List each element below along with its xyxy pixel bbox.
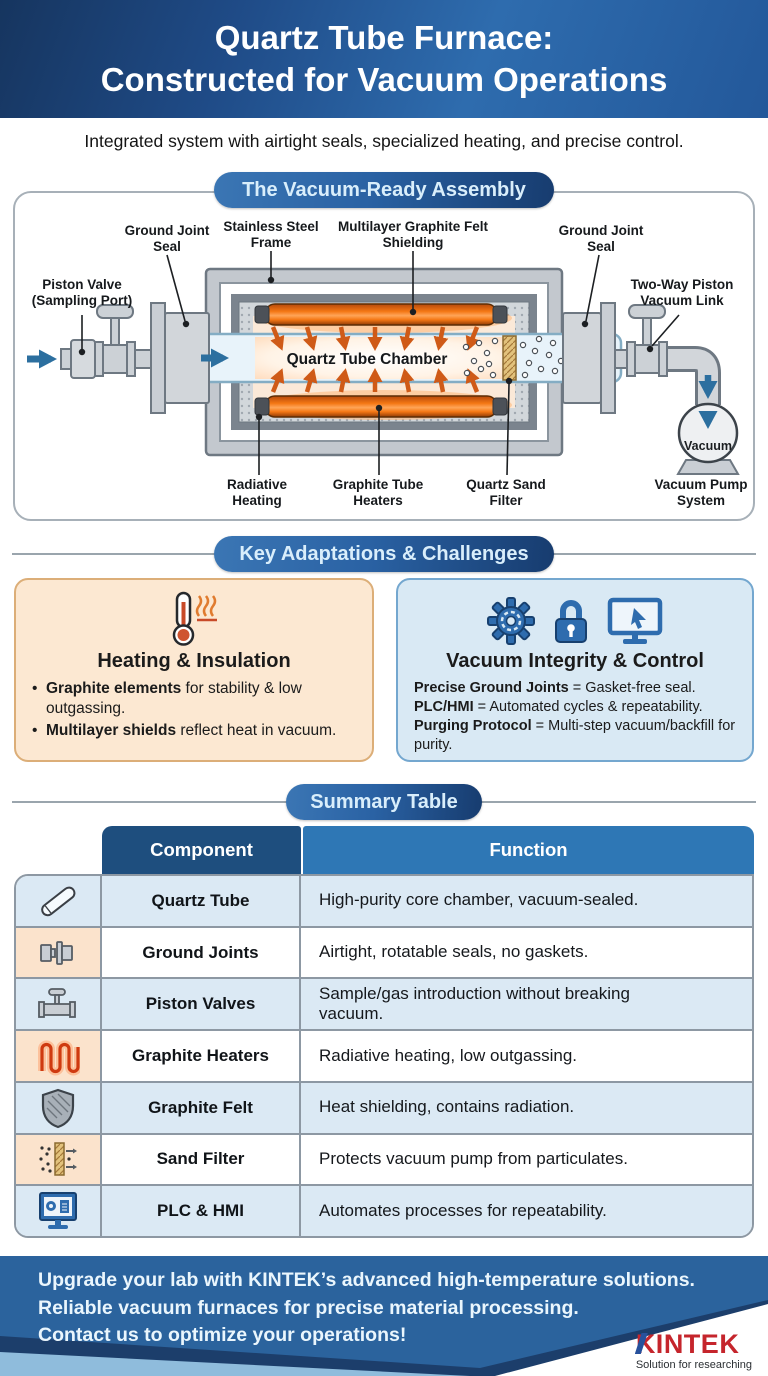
ground-joints-icon: [16, 927, 102, 978]
card-title: Vacuum Integrity & Control: [446, 650, 704, 672]
function-cell: Automates processes for repeatability.: [301, 1186, 752, 1236]
table-row: PLC & HMI Automates processes for repeat…: [16, 1184, 752, 1236]
kintek-logo-text: KINTEK: [634, 1329, 740, 1359]
component-cell: Sand Filter: [102, 1134, 301, 1185]
function-cell: Heat shielding, contains radiation.: [301, 1082, 752, 1133]
elbow-pipe: [667, 349, 718, 405]
sand-filter-icon: [16, 1134, 102, 1185]
label-piston-valve: Piston Valve (Sampling Port): [31, 277, 133, 308]
pump-label: Vacuum: [684, 439, 732, 453]
label-radiative-heating: Radiative Heating: [226, 477, 288, 508]
line-rest: = Automated cycles & repeatability.: [473, 698, 703, 715]
table-header-component: Component: [102, 826, 301, 874]
graphite-heater-icon: [16, 1031, 102, 1081]
table-row: Sand Filter Protects vacuum pump from pa…: [16, 1132, 752, 1185]
label-two-way-piston: Two-Way Piston Vacuum Link: [630, 277, 734, 308]
function-cell: Sample/gas introduction without breaking…: [301, 979, 752, 1030]
card-body: Graphite elements for stability & low ou…: [32, 679, 356, 742]
table-row: Quartz Tube High-purity core chamber, va…: [16, 876, 752, 926]
vacuum-pump: Vacuum: [676, 402, 740, 475]
shield-icon: [16, 1082, 102, 1133]
bullet-rest: for stability & low outgassing.: [46, 680, 302, 718]
footer-banner: Upgrade your lab with KINTEK’s advanced …: [0, 1256, 768, 1376]
piston-valve-icon: [16, 979, 102, 1030]
kintek-logo: KINTEK Solution for researching: [634, 1329, 752, 1371]
card-body: Precise Ground Joints = Gasket-free seal…: [414, 679, 736, 754]
card-heating-insulation: Heating & Insulation Graphite elements f…: [14, 578, 374, 762]
line-rest: = Multi-step vacuum/backfill for purity.: [414, 717, 736, 753]
page-title: Quartz Tube Furnace: Constructed for Vac…: [101, 17, 668, 100]
piston-valve-left: [60, 304, 152, 379]
label-ground-joint-right: Ground Joint Seal: [558, 223, 644, 254]
label-stainless-frame: Stainless Steel Frame: [223, 219, 319, 250]
component-cell: PLC & HMI: [102, 1186, 301, 1236]
table-row: Graphite Felt Heat shielding, contains r…: [16, 1080, 752, 1133]
table-header-function: Function: [303, 826, 754, 874]
leader-lines: [81, 251, 680, 476]
table-row: Ground Joints Airtight, rotatable seals,…: [16, 925, 752, 978]
card-vacuum-integrity: Vacuum Integrity & Control Precise Groun…: [396, 578, 754, 762]
leader-dots: [78, 276, 654, 421]
section-pill-adaptations: Key Adaptations & Challenges: [214, 536, 554, 572]
label-multilayer-shield: Multilayer Graphite Felt Shielding: [337, 219, 489, 250]
title-line-1: Quartz Tube Furnace:: [214, 19, 554, 57]
logo-word: KINTEK: [635, 1329, 740, 1359]
bullet-item: Multilayer shields reflect heat in vacuu…: [32, 721, 356, 741]
gas-particles: [462, 335, 565, 379]
line-lead: PLC/HMI: [414, 698, 474, 715]
bullet-lead: Graphite elements: [46, 680, 182, 697]
footer-line-3: Contact us to optimize your operations!: [38, 1324, 407, 1347]
ground-joint-left: [150, 302, 210, 414]
assembly-diagram: Quartz Tube Chamber: [13, 191, 755, 521]
thermometer-icon: [172, 591, 217, 646]
plc-hmi-icon: [16, 1186, 102, 1236]
card-line: Precise Ground Joints = Gasket-free seal…: [414, 679, 736, 698]
radiation-arrows: [270, 326, 480, 393]
footer-line-2: Reliable vacuum furnaces for precise mat…: [38, 1296, 579, 1319]
component-cell: Graphite Heaters: [102, 1031, 301, 1081]
kintek-tagline: Solution for researching: [635, 1359, 752, 1371]
component-cell: Graphite Felt: [102, 1082, 301, 1133]
component-cell: Piston Valves: [102, 979, 301, 1030]
bullet-rest: reflect heat in vacuum.: [176, 722, 337, 740]
component-cell: Ground Joints: [102, 927, 301, 978]
piston-valve-right: [614, 304, 668, 377]
lock-icon: [555, 600, 587, 643]
card-line: Purging Protocol = Multi-step vacuum/bac…: [414, 717, 736, 755]
label-graphite-heaters: Graphite Tube Heaters: [332, 477, 424, 508]
furnace-schematic: Quartz Tube Chamber: [27, 251, 740, 476]
label-sand-filter: Quartz Sand Filter: [466, 477, 546, 508]
footer-text: Upgrade your lab with KINTEK’s advanced …: [38, 1267, 695, 1350]
title-line-2: Constructed for Vacuum Operations: [100, 61, 668, 98]
quartz-sand-filter: [502, 335, 517, 381]
function-cell: Airtight, rotatable seals, no gaskets.: [301, 927, 752, 978]
section-pill-assembly: The Vacuum-Ready Assembly: [214, 172, 554, 208]
function-cell: Protects vacuum pump from particulates.: [301, 1134, 752, 1185]
footer-shapes: [0, 1256, 768, 1376]
section-pill-summary: Summary Table: [286, 784, 482, 820]
monitor-cursor-icon: [607, 597, 663, 644]
quartz-tube-icon: [16, 876, 102, 926]
header-banner: Quartz Tube Furnace: Constructed for Vac…: [0, 0, 768, 118]
subtitle: Integrated system with airtight seals, s…: [84, 131, 684, 151]
line-rest: = Gasket-free seal.: [568, 680, 696, 696]
ground-joint-right: [562, 302, 616, 414]
component-cell: Quartz Tube: [102, 876, 301, 926]
line-lead: Purging Protocol: [414, 717, 532, 734]
card-line: PLC/HMI = Automated cycles & repeatabili…: [414, 698, 736, 717]
table-row: Piston Valves Sample/gas introduction wi…: [16, 977, 752, 1030]
function-cell: Radiative heating, low outgassing.: [301, 1031, 752, 1081]
label-ground-joint-left: Ground Joint Seal: [124, 223, 210, 254]
summary-table: Quartz Tube High-purity core chamber, va…: [14, 874, 754, 1238]
chamber-label: Quartz Tube Chamber: [287, 351, 448, 368]
table-row: Graphite Heaters Radiative heating, low …: [16, 1029, 752, 1081]
card-title: Heating & Insulation: [97, 650, 291, 672]
footer-line-1: Upgrade your lab with KINTEK’s advanced …: [38, 1269, 695, 1291]
line-lead: Precise Ground Joints: [414, 680, 569, 696]
bullet-item: Graphite elements for stability & low ou…: [32, 679, 356, 719]
bullet-lead: Multilayer shields: [46, 722, 177, 740]
label-vacuum-pump: Vacuum Pump System: [654, 477, 748, 508]
gear-icon: [487, 597, 535, 645]
function-cell: High-purity core chamber, vacuum-sealed.: [301, 876, 752, 926]
